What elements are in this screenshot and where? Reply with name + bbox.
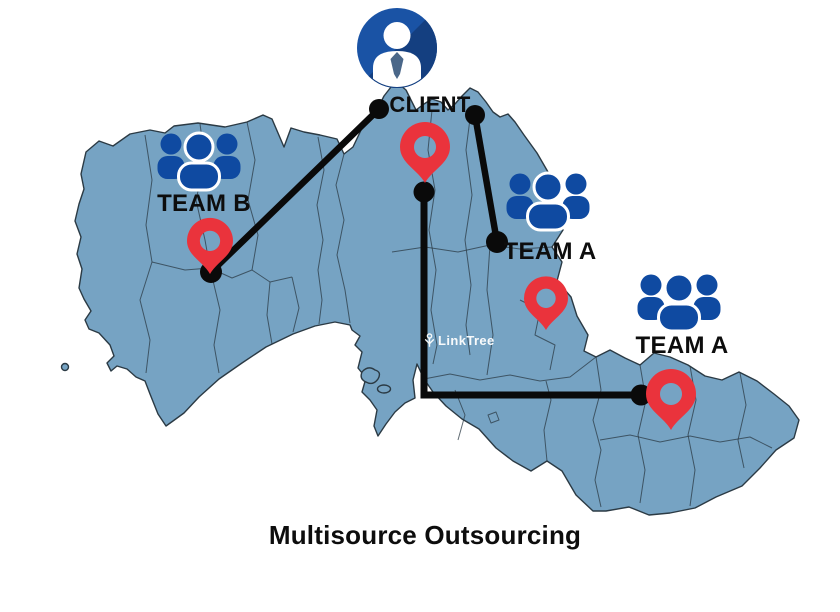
island-landmass	[74, 84, 800, 516]
client-label: CLIENT	[389, 92, 471, 117]
watermark-text: LinkTree	[438, 333, 495, 348]
team-people-icon	[636, 272, 722, 333]
node-dot	[630, 384, 652, 406]
linktree-logo-icon	[424, 333, 435, 347]
connector-center-teama-east	[420, 192, 641, 399]
district-boundaries	[139, 109, 773, 508]
connector-client-teama	[471, 114, 501, 243]
team-a-east-label: TEAM A	[635, 332, 729, 359]
node-dot	[486, 231, 508, 253]
small-island	[376, 384, 392, 394]
watermark: LinkTree	[423, 333, 495, 348]
team-b-label: TEAM B	[157, 190, 251, 217]
connector-dots	[200, 99, 652, 406]
connector-client-teamb	[208, 106, 382, 275]
small-island	[360, 367, 381, 385]
team-a-north-label: TEAM A	[503, 238, 597, 265]
small-island	[60, 362, 70, 372]
connector-lines	[208, 106, 641, 399]
caption-title: Multisource Outsourcing	[268, 520, 582, 550]
node-dot	[413, 181, 435, 203]
client-avatar-icon	[357, 8, 438, 89]
node-dot	[465, 105, 485, 125]
node-dot	[369, 99, 389, 119]
